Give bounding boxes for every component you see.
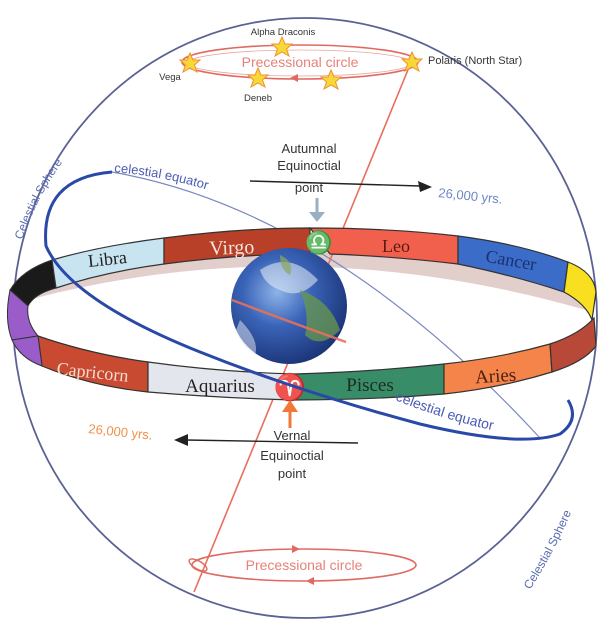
polaris-label: Polaris (North Star)	[428, 55, 522, 67]
arrow-right-icon	[418, 181, 432, 192]
libra-symbol-icon: ♎	[305, 230, 332, 255]
vernal-label-line2: Equinoctial	[260, 448, 324, 463]
arrow-up-icon	[282, 400, 298, 412]
star-icon	[246, 66, 270, 89]
precessional-circle-bottom-label: Precessional circle	[246, 557, 363, 573]
star-icon	[270, 35, 294, 58]
zodiac-label-leo: Leo	[382, 236, 410, 256]
arrow-left-icon	[174, 434, 188, 446]
autumnal-years-label: 26,000 yrs.	[438, 185, 504, 207]
precessional-circle-bottom	[188, 545, 417, 585]
star-icon	[400, 50, 424, 73]
autumnal-label-line1: Autumnal	[282, 141, 337, 156]
alpha-draconis-label: Alpha Draconis	[251, 27, 316, 38]
deneb-label: Deneb	[244, 93, 272, 104]
autumnal-direction-arrow	[249, 180, 421, 187]
vernal-label-line1: Vernal	[274, 428, 311, 443]
autumnal-label-line2: Equinoctial	[277, 158, 341, 173]
vernal-label-line3: point	[278, 466, 307, 481]
zodiac-segment-yellow	[563, 261, 597, 321]
zodiac-label-pisces: Pisces	[346, 375, 394, 396]
zodiac-segment-taurus	[549, 316, 597, 373]
vernal-years-label: 26,000 yrs.	[88, 421, 154, 443]
aries-symbol-icon: ♈	[274, 372, 306, 402]
arrow-down-icon	[309, 212, 325, 222]
vernal-direction-arrow	[185, 439, 359, 444]
celestial-equator-label-bottom: celestial equator	[394, 388, 496, 433]
zodiac-label-aquarius: Aquarius	[185, 376, 255, 397]
zodiac-label-libra: Libra	[87, 247, 128, 271]
precessional-circle-top-label: Precessional circle	[242, 54, 359, 70]
celestial-sphere-label-bottom: Celestial Sphere	[521, 507, 574, 591]
zodiac-label-aries: Aries	[474, 365, 517, 389]
zodiac-label-virgo: Virgo	[209, 236, 255, 260]
celestial-equator-front	[44, 170, 574, 441]
autumnal-label-line3: point	[295, 180, 324, 195]
celestial-equator-label-top: celestial equator	[114, 160, 211, 193]
earth-globe	[231, 248, 347, 364]
vega-label: Vega	[159, 72, 181, 83]
star-icon	[319, 68, 343, 91]
zodiac-segment-purple-lower	[11, 335, 43, 367]
star-icon	[178, 51, 202, 74]
